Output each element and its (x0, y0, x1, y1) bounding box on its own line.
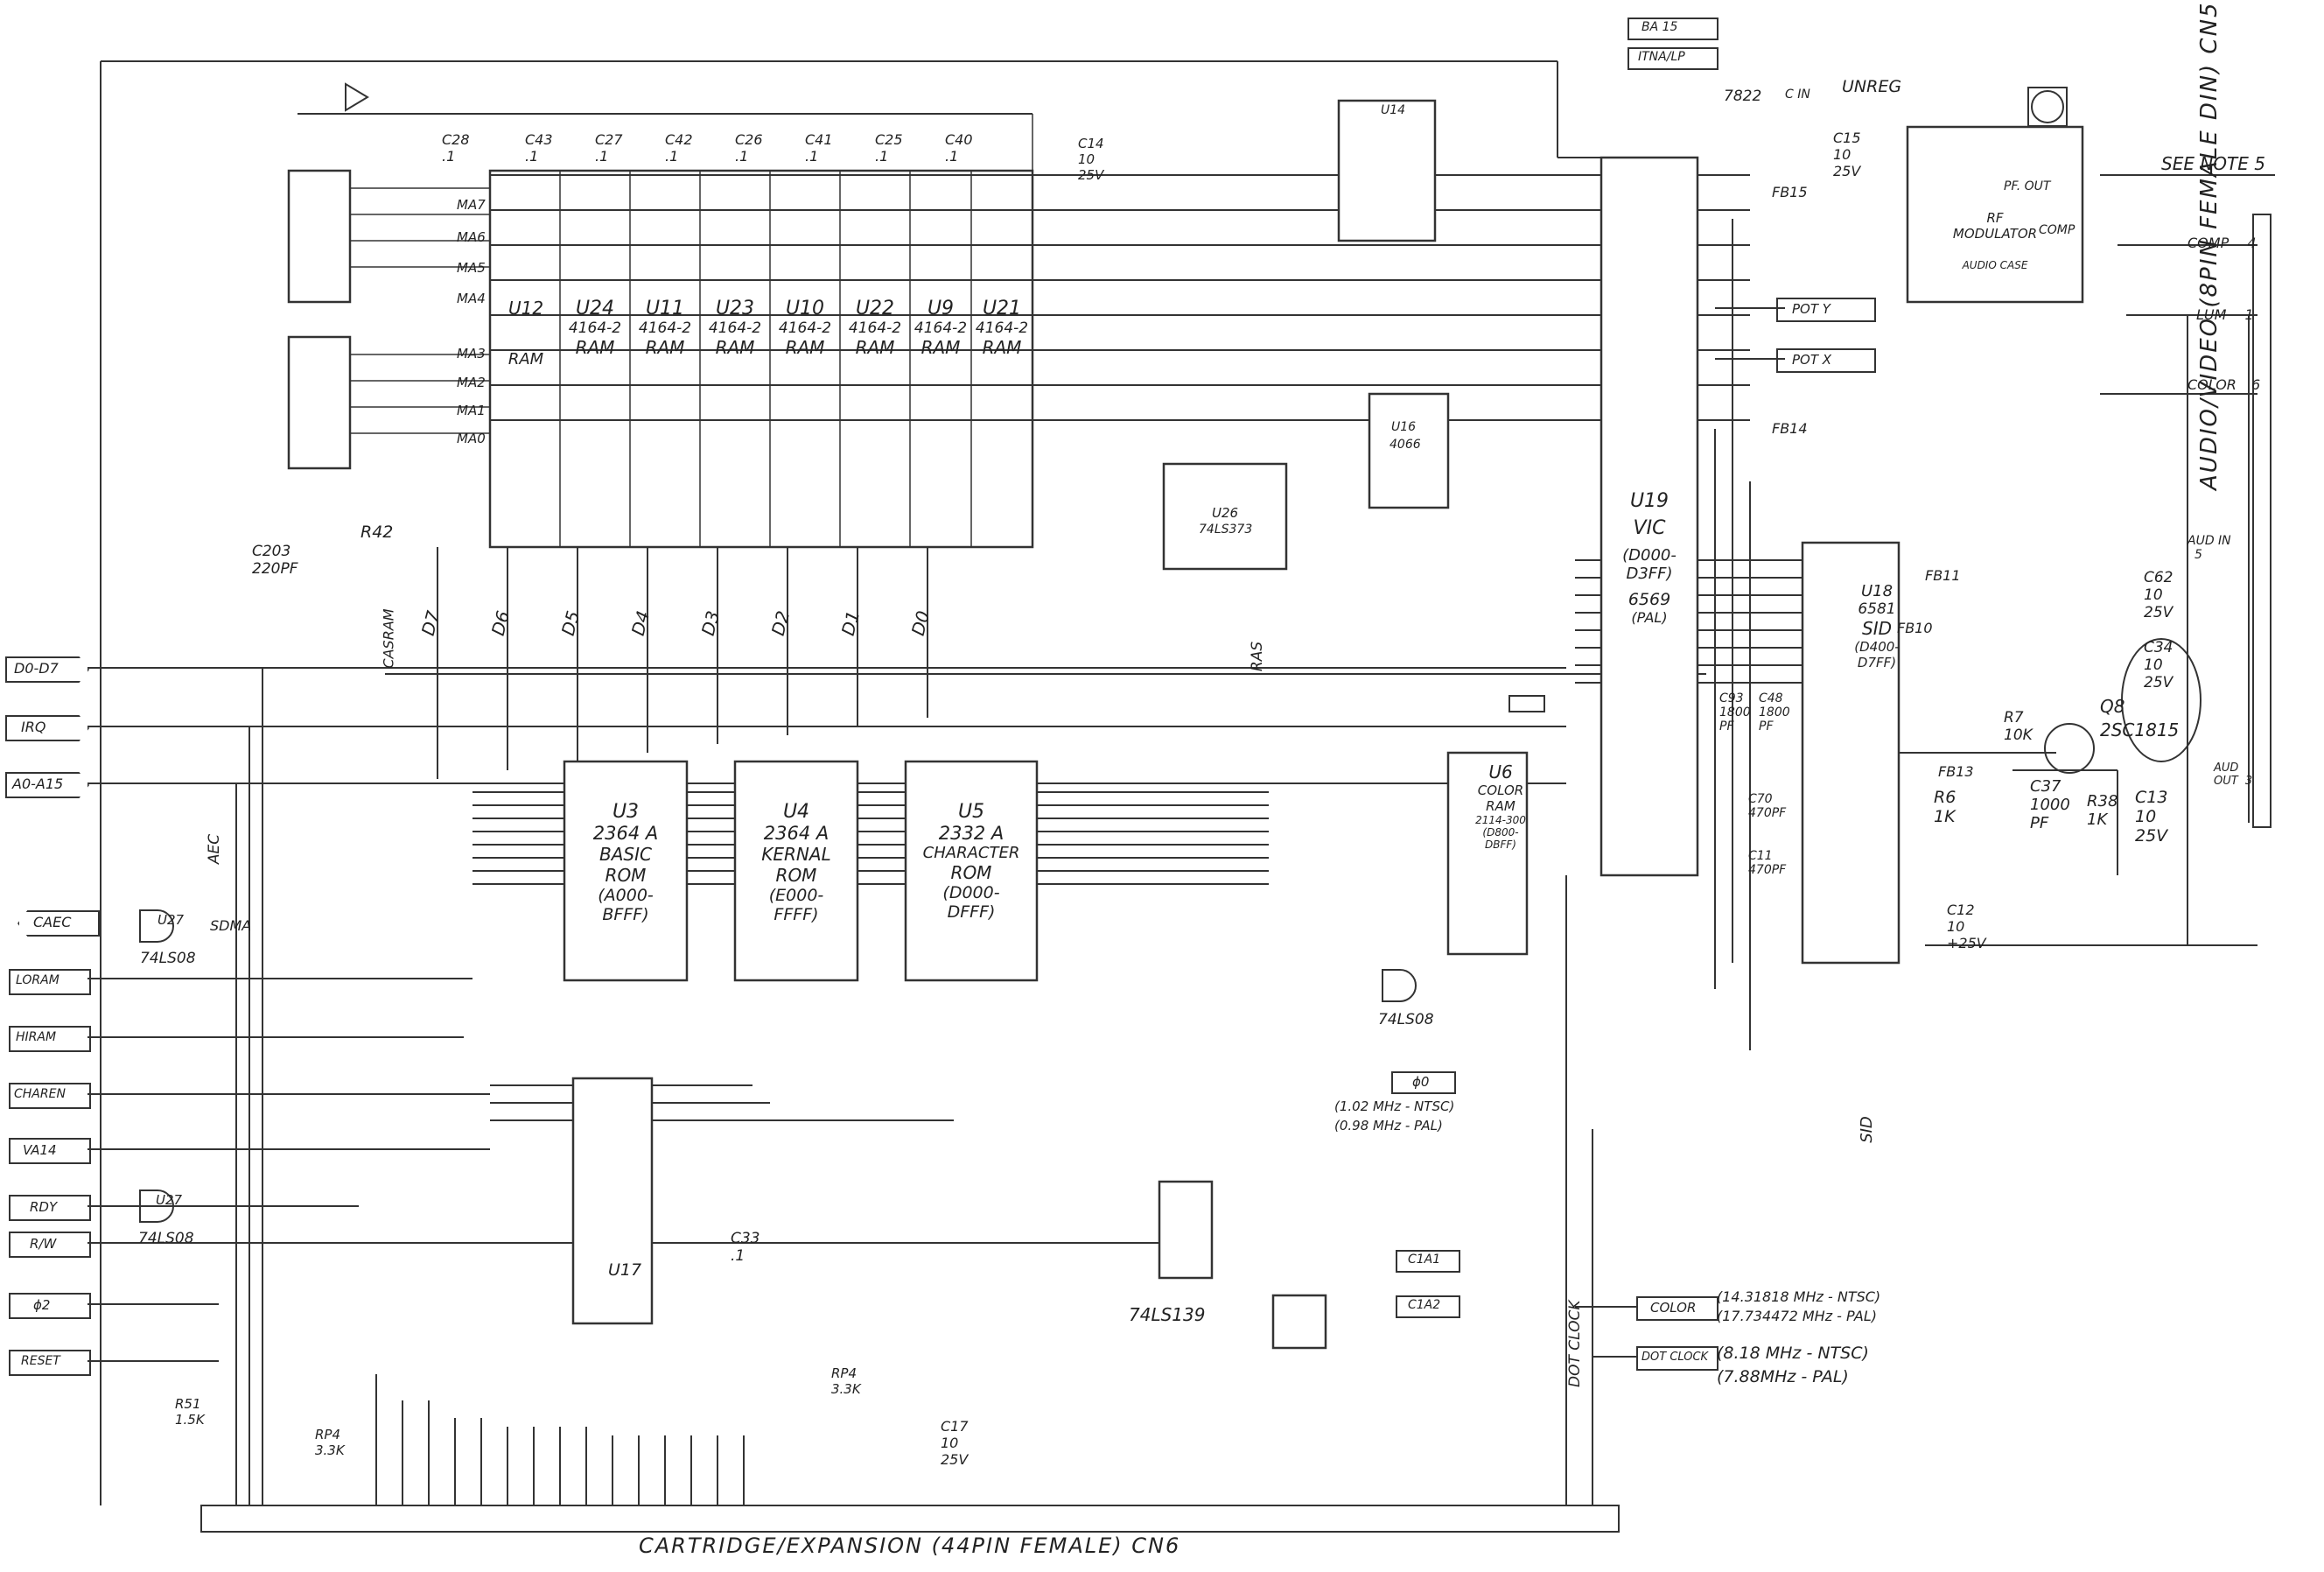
schematic-sheet (88, 60, 2275, 1533)
